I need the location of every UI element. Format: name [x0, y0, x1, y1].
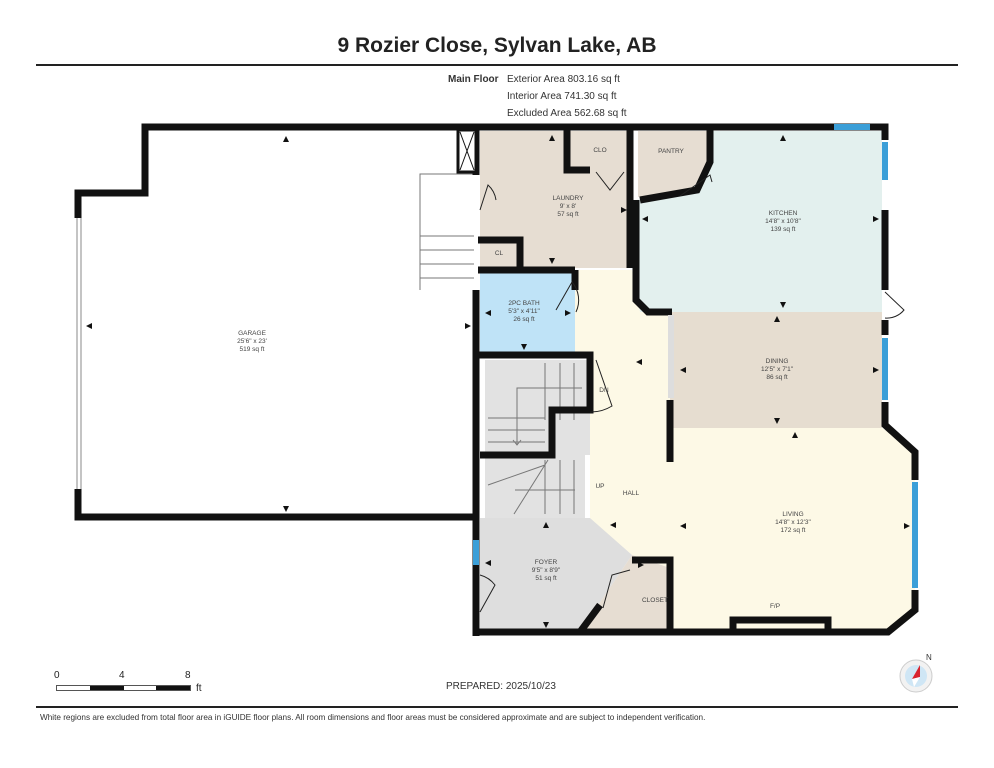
compass-icon: N [899, 653, 933, 693]
kitchen-name: KITCHEN [769, 210, 798, 217]
compass-north-label: N [926, 653, 932, 662]
cl-name: CL [495, 250, 504, 257]
windows [473, 124, 918, 588]
closet-door-icon [602, 569, 631, 609]
pantry-door-icon [679, 174, 713, 197]
laundry-dims: 9' x 8' [560, 203, 577, 210]
closet-fill [580, 555, 670, 632]
page-title: 9 Rozier Close, Sylvan Lake, AB [337, 34, 657, 57]
dining-area: 86 sq ft [766, 374, 788, 381]
floor-label: Main Floor [448, 74, 499, 85]
garage-name: GARAGE [238, 330, 266, 337]
dimension-markers [86, 135, 910, 628]
laundry-name: LAUNDRY [553, 195, 585, 202]
bath-dims: 5'3" x 4'11" [508, 308, 540, 315]
living-area: 172 sq ft [781, 527, 806, 534]
foyer-name: FOYER [535, 559, 558, 566]
pantry-fill [638, 131, 708, 197]
dn-label: DN [599, 387, 609, 394]
foyer-area: 51 sq ft [535, 575, 557, 582]
hall-name: HALL [623, 490, 640, 497]
exterior-area: Exterior Area 803.16 sq ft [507, 74, 620, 85]
foyer-dims: 9'5" x 8'9" [532, 567, 561, 574]
excluded-area: Excluded Area 562.68 sq ft [507, 108, 627, 119]
kitchen-dims: 14'8" x 10'8" [765, 218, 801, 225]
opening [668, 315, 674, 398]
living-name: LIVING [782, 511, 803, 518]
dining-dims: 12'5" x 7'1" [761, 366, 794, 373]
laundry-fill [480, 131, 632, 268]
living-dims: 14'8" x 12'3" [775, 519, 811, 526]
garage-area: 519 sq ft [240, 346, 265, 353]
doors [479, 171, 905, 613]
kitchen-area: 139 sq ft [771, 226, 796, 233]
footer-divider [36, 706, 958, 708]
garage-wall [74, 123, 476, 218]
bath-name: 2PC BATH [508, 300, 540, 307]
exterior-top [476, 123, 889, 140]
kitchen-fill [636, 131, 882, 312]
bath-fill [480, 270, 575, 353]
dn-door-icon [589, 359, 613, 413]
foyer-fill [480, 518, 632, 632]
scale-bar-graphic [56, 685, 191, 691]
foyer-door-icon [479, 574, 496, 613]
scale-tick-4: 4 [119, 670, 125, 681]
cl-fill [480, 238, 520, 268]
exterior-door-icon [884, 291, 905, 319]
laundry-door-icon [479, 184, 497, 211]
clo-name: CLO [593, 147, 606, 154]
hall-fill [552, 270, 915, 632]
interior-area: Interior Area 741.30 sq ft [507, 91, 617, 102]
dining-fill [670, 312, 882, 428]
bath-area: 26 sq ft [513, 316, 535, 323]
dining-name: DINING [766, 358, 789, 365]
room-fills [480, 131, 915, 632]
header-divider [36, 64, 958, 66]
prepared-date: PREPARED: 2025/10/23 [446, 681, 556, 692]
pantry-name: PANTRY [658, 148, 684, 155]
laundry-area: 57 sq ft [557, 211, 579, 218]
clo-door-icon [595, 171, 625, 191]
disclaimer-text: White regions are excluded from total fl… [40, 713, 706, 722]
garage-dims: 25'6" x 23' [237, 338, 267, 345]
fireplace-label: F/P [770, 603, 780, 610]
scale-tick-0: 0 [54, 670, 60, 681]
up-label: UP [595, 483, 604, 490]
stairs-fill-lower [485, 455, 585, 518]
scale-unit: ft [196, 683, 202, 694]
scale-tick-8: 8 [185, 670, 191, 681]
bath-door-icon [555, 281, 580, 313]
closet-name: CLOSET [642, 597, 668, 604]
garage-door [76, 218, 82, 489]
